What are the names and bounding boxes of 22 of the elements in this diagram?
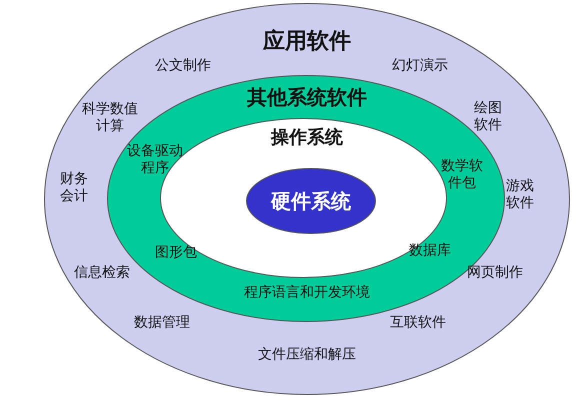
category-label: 科学数值计算 <box>82 101 138 135</box>
category-label: 信息检索 <box>74 264 130 282</box>
layer-title: 其他系统软件 <box>247 85 367 109</box>
category-label: 互联软件 <box>390 314 446 332</box>
category-label: 数学软件包 <box>441 158 483 192</box>
category-label: 数据管理 <box>134 314 190 332</box>
category-label: 绘图软件 <box>474 100 502 134</box>
category-label: 公文制作 <box>155 58 211 74</box>
category-label: 幻灯演示 <box>392 58 448 74</box>
category-label: 财务会计 <box>60 171 88 205</box>
layer-title: 应用软件 <box>263 28 351 56</box>
layer-title: 硬件系统 <box>271 189 351 213</box>
category-label: 网页制作 <box>467 264 523 282</box>
ellipse-region <box>44 3 570 395</box>
category-label: 图形包 <box>155 244 197 262</box>
category-label: 程序语言和开发环境 <box>244 284 370 302</box>
category-label: 文件压缩和解压 <box>258 346 356 364</box>
category-label: 设备驱动程序 <box>127 143 183 177</box>
category-label: 数据库 <box>409 242 451 260</box>
ellipse-region <box>246 168 376 234</box>
layer-title: 操作系统 <box>271 127 343 149</box>
category-label: 游戏软件 <box>506 178 534 212</box>
